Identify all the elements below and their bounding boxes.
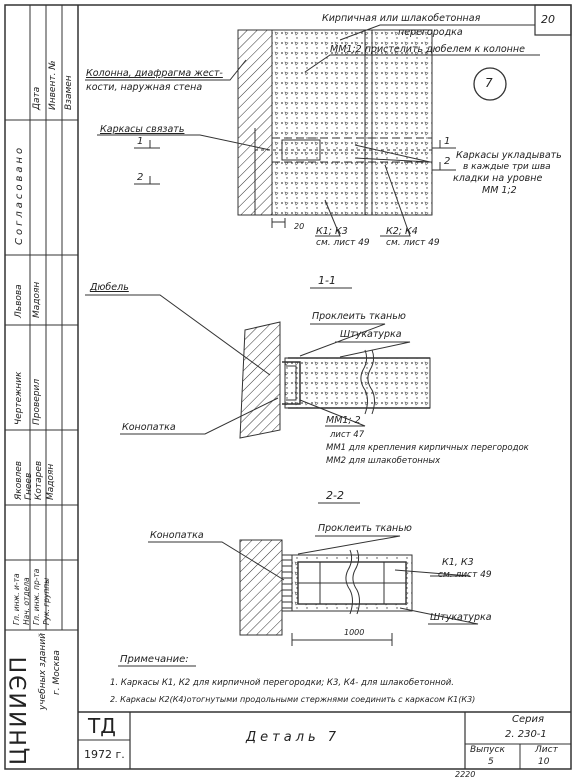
section2-plaster: Штукатурка [430, 612, 492, 623]
cut-mark-1-right: 1 [444, 136, 451, 147]
section1-note2: ММ2 для шлакобетонных [326, 456, 441, 466]
strip-vzamen: Взамен [64, 75, 74, 110]
cut-mark-1: 1 [137, 136, 144, 147]
cut-mark-2-right: 2 [444, 156, 451, 167]
partition-wall [271, 29, 433, 216]
section1-fabric: Проклеить тканью [312, 311, 406, 322]
column-label: Колонна, диафрагма жест- [86, 68, 223, 79]
partition-label: Кирпичная или шлакобетонная [322, 13, 481, 24]
strip-gl-inzh-pr: Гл. инж. пр-та [32, 568, 41, 625]
strip-inv: Инвент. № [48, 60, 58, 110]
ref-a: К1; К3 [316, 226, 348, 237]
sheet-label: Лист [535, 745, 558, 755]
strip-kotarev: Котарев [34, 460, 44, 500]
section2-column [239, 539, 283, 636]
section1-mm-sheet: лист 47 [330, 430, 365, 440]
section2-fabric: Проклеить тканью [318, 523, 412, 534]
issue-value: 5 [488, 757, 494, 767]
strip-nach: Нач. отдела [22, 577, 31, 625]
stamp-org-sub: учебных зданий [38, 632, 48, 710]
strip-ruk: Рук. группы [42, 577, 51, 625]
section2-ref: К1, К3 [442, 557, 474, 568]
section2-ref-sheet: см. лист 49 [438, 570, 492, 580]
note-1: 1. Каркасы К1, К2 для кирпичной перегоро… [110, 678, 455, 688]
ref-b-sheet: см. лист 49 [386, 238, 440, 248]
sheet-number: 20 [541, 13, 555, 26]
strip-chert: Чертежник [14, 371, 24, 425]
section1-column [239, 321, 281, 439]
stamp-city: г. Москва [52, 650, 62, 695]
section2-title: 2-2 [326, 489, 344, 502]
stamp-org: ЦНИИЭП [7, 654, 32, 765]
section2-caulk: Конопатка [150, 530, 204, 541]
strip-lvova: Львова [14, 284, 24, 318]
strip-prov: Проверил [32, 378, 42, 425]
lay-label-3: кладки на уровне [453, 173, 543, 184]
strip-gl-inzh: Гл. инж. и-та [12, 573, 21, 625]
strip-gnevo: Гнеев [24, 472, 34, 500]
sheet-value: 10 [538, 757, 550, 767]
section1-note1: ММ1 для крепления кирпичных перегородок [326, 443, 529, 453]
mm-note: ММ1;2 пристелить дюбелем к колонне [330, 44, 525, 55]
strip-madoyan2: Мадоян [46, 463, 56, 500]
strip-soglas: Согласовано [14, 144, 25, 245]
section1-caulk: Конопатка [122, 422, 176, 433]
section1-wall [284, 357, 431, 409]
strip-yakovich: Яковлев [14, 460, 24, 500]
title-year: 1972 г. [84, 748, 125, 761]
cut-mark-2: 2 [137, 172, 144, 183]
detail-circle [473, 67, 507, 101]
ref-b: К2; К4 [386, 226, 418, 237]
section2-dim: 1000 [344, 628, 365, 637]
series-label: Серия [512, 714, 544, 725]
title-mark: ТД [88, 714, 116, 738]
lay-label-4: ММ 1;2 [482, 185, 517, 196]
issue-label: Выпуск [470, 745, 505, 755]
section1-title: 1-1 [318, 274, 336, 287]
bottom-number: 2220 [455, 770, 476, 779]
section1-mm-ref: ММ1; 2 [326, 415, 361, 426]
plan-dim: 20 [294, 222, 305, 231]
title-text: Деталь 7 [246, 730, 341, 745]
partition-label-2: перегородка [398, 27, 463, 38]
sheet-border [4, 4, 572, 770]
lay-label-2: в каждые три шва [463, 162, 551, 172]
notes-heading: Примечание: [120, 654, 189, 665]
section1-plaster: Штукатурка [340, 329, 402, 340]
strip-data: Дата [32, 86, 42, 110]
tie-label: Каркасы связать [100, 124, 185, 135]
series-value: 2. 230-1 [505, 729, 547, 740]
detail-number: 7 [485, 76, 493, 90]
ref-a-sheet: см. лист 49 [316, 238, 370, 248]
strip-madoyan: Мадоян [32, 281, 42, 318]
lay-label: Каркасы укладывать [456, 150, 562, 161]
note-2: 2. Каркасы К2(К4)отогнутыми продольными … [110, 695, 476, 704]
column-label-2: кости, наружная стена [86, 82, 203, 93]
dowel-label: Дюбель [90, 282, 129, 293]
